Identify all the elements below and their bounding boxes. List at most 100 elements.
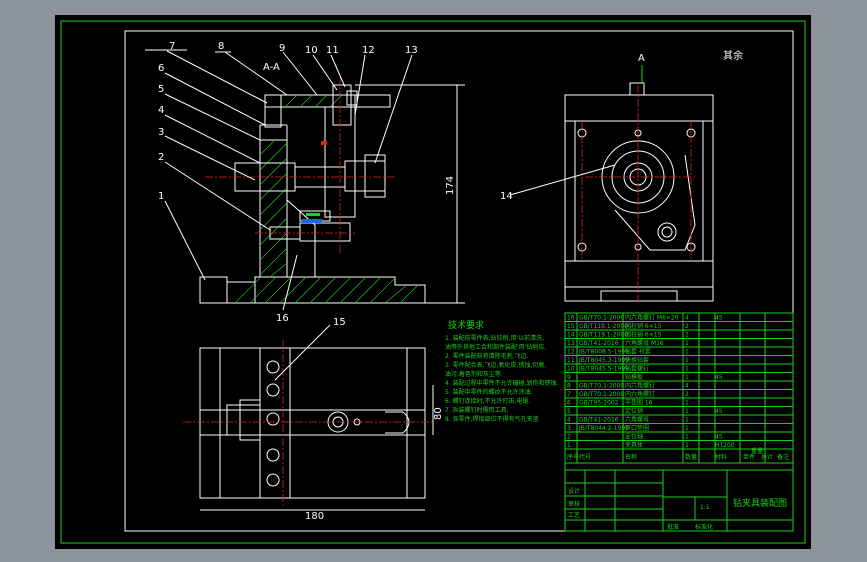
callout-12: 12 xyxy=(362,45,375,56)
callout-6: 6 xyxy=(158,63,164,74)
bom-cell: 7 xyxy=(567,391,571,398)
tech-req-line: 1. 装配前零件表,钻铰削,用'以前清洗, xyxy=(445,334,544,342)
outer-border xyxy=(60,20,806,544)
bom-cell: GB/T41-2016 xyxy=(579,340,619,347)
bom-cell: 14 xyxy=(567,332,575,339)
bom-cell: 4 xyxy=(567,417,571,424)
bom-cell: JB/T8044.2-1999 xyxy=(578,425,629,432)
scale-text: 1:1 xyxy=(700,504,710,511)
bom-cell: 内六角螺钉 xyxy=(625,390,655,398)
bom-cell: 1 xyxy=(685,442,689,449)
bom-cell: 4 xyxy=(685,383,689,390)
side-view: A 14 其余 xyxy=(500,49,743,305)
tech-req-line: 油等外其他工合和部件装配'用'钻削应, xyxy=(445,343,546,351)
bom-cell: 内六角螺钉 xyxy=(625,382,655,390)
bom-cell: HT200 xyxy=(715,442,735,449)
bom-cell: 6 xyxy=(567,400,571,407)
bom-header-weight: 重量 xyxy=(751,447,763,455)
bom-header-cell: 材料 xyxy=(715,453,727,461)
bom-cell: 2 xyxy=(685,323,689,330)
bom-cell: 内六角螺钉 M6×20 xyxy=(625,314,679,322)
callout-4: 4 xyxy=(158,105,164,116)
bom-cell: GB/T70.1-2000 xyxy=(579,315,624,322)
bom-cell: 钻套螺钉 xyxy=(625,365,649,373)
bom-cell: JB/T8045.3-1999 xyxy=(578,357,629,364)
bom-cell: 45 xyxy=(715,315,723,322)
bom-header-cell: 序号 xyxy=(567,453,579,461)
bom-cell: 1 xyxy=(685,408,689,415)
bom-cell: 平垫圈 16 xyxy=(625,399,653,407)
bom-cell: 1 xyxy=(685,400,689,407)
bom-cell: GB/T70.1-2000 xyxy=(579,383,624,390)
tech-req-line: 8. 各零件,焊接部位不得有气孔夹渣. xyxy=(445,415,541,423)
bom-cell: JB/T8045.5-1999 xyxy=(578,366,629,373)
bom-cell: 六角螺母 xyxy=(625,416,649,424)
bom-cell: 45 xyxy=(715,408,723,415)
bom-cell: 2 xyxy=(567,434,571,441)
tech-req-line: 2. 零件装配前将清除毛刺,飞边. xyxy=(445,352,529,360)
callout-7: 7 xyxy=(169,41,175,52)
bom-cell: 4 xyxy=(685,315,689,322)
callout-11: 11 xyxy=(326,45,339,56)
bom-cell: 1 xyxy=(685,349,689,356)
title-text: 钻夹具装配图 xyxy=(733,497,787,509)
dim-width: 180 xyxy=(305,511,324,522)
callout-3: 3 xyxy=(158,127,164,138)
bom-cell: 1 xyxy=(685,366,689,373)
bom-cell: 1 xyxy=(685,434,689,441)
approve-text: 批准 xyxy=(667,523,679,531)
bom-cell: 16 xyxy=(567,315,575,322)
bom-cell: GB/T95-2002 xyxy=(579,400,619,407)
bom-cell: 45 xyxy=(715,434,723,441)
bom-cell: 3 xyxy=(567,425,571,432)
bom-cell: 10 xyxy=(567,366,575,373)
bom-cell: 六角螺母 M16 xyxy=(625,339,664,347)
cad-drawing: A-A xyxy=(60,20,806,544)
bom-cell: 1 xyxy=(685,374,689,381)
bom-header-cell: 总计 xyxy=(761,453,773,461)
bom-cell: 定位销 xyxy=(625,407,643,415)
callout-9: 9 xyxy=(279,43,285,54)
tech-requirements: 技术要求 1. 装配前零件表,钻铰削,用'以前清洗, 油等外其他工合和部件装配'… xyxy=(445,319,559,423)
callout-15: 15 xyxy=(333,317,346,328)
title-block: 钻夹具装配图 1:1 设计 审核 工艺 批准 标准化 xyxy=(564,469,794,532)
bom-cell: 11 xyxy=(567,357,575,364)
bom-cell: 2 xyxy=(685,332,689,339)
callout-1: 1 xyxy=(158,191,164,202)
bom-cell: 圆柱销 6×15 xyxy=(625,331,662,339)
view-arrow-label: A xyxy=(638,53,645,64)
bom-cell: GB/T119.1-2000 xyxy=(579,323,628,330)
top-view: 180 80 15 xyxy=(183,317,444,522)
tech-req-line: 5. 装配中零件的螺纹不允许涂油. xyxy=(445,388,533,396)
callout-2: 2 xyxy=(158,152,164,163)
bom-cell: 开口垫圈 xyxy=(625,424,649,432)
tech-req-line: 4. 装配过程中零件不允许磕碰,划伤和锈蚀. xyxy=(445,379,559,387)
bom-cell: 圆柱销 6×15 xyxy=(625,322,662,330)
callout-8: 8 xyxy=(218,41,224,52)
tech-req-line: 6. 螺钉连接时,不允许打击,电锯. xyxy=(445,397,530,405)
callout-16: 16 xyxy=(276,313,289,324)
inner-frame xyxy=(124,30,794,532)
bom-cell: 钻模板 xyxy=(625,373,643,381)
callout-5: 5 xyxy=(158,84,164,95)
callout-14: 14 xyxy=(500,191,513,202)
bom-cell: GB/T41-2016 xyxy=(579,417,619,424)
bom-cell: 9 xyxy=(567,374,571,381)
bom-header-cell: 单件 xyxy=(743,453,755,461)
tech-req-line: 3. 零件配合表,飞边,氧化皮,锈蚀,切屑, xyxy=(445,361,546,369)
bom-header-cell: 数量 xyxy=(685,453,697,461)
bom-cell: 1 xyxy=(685,340,689,347)
bom-cell: JB/T8008.5-1999 xyxy=(578,349,629,356)
bom-cell: 钻套 衬套 xyxy=(625,348,651,356)
bom-cell: 1 xyxy=(685,417,689,424)
callout-13: 13 xyxy=(405,45,418,56)
roughness-note: 其余 xyxy=(723,49,743,62)
bom-cell: 12 xyxy=(567,349,575,356)
bom-cell: 定位轴 xyxy=(625,433,643,441)
bom-cell: 1 xyxy=(685,425,689,432)
bom-cell: 13 xyxy=(567,340,575,347)
design-text: 设计 xyxy=(568,487,580,495)
bom-cell: 15 xyxy=(567,323,575,330)
bom-cell: 45 xyxy=(715,374,723,381)
bom-cell: 快换钻套 xyxy=(625,356,649,364)
